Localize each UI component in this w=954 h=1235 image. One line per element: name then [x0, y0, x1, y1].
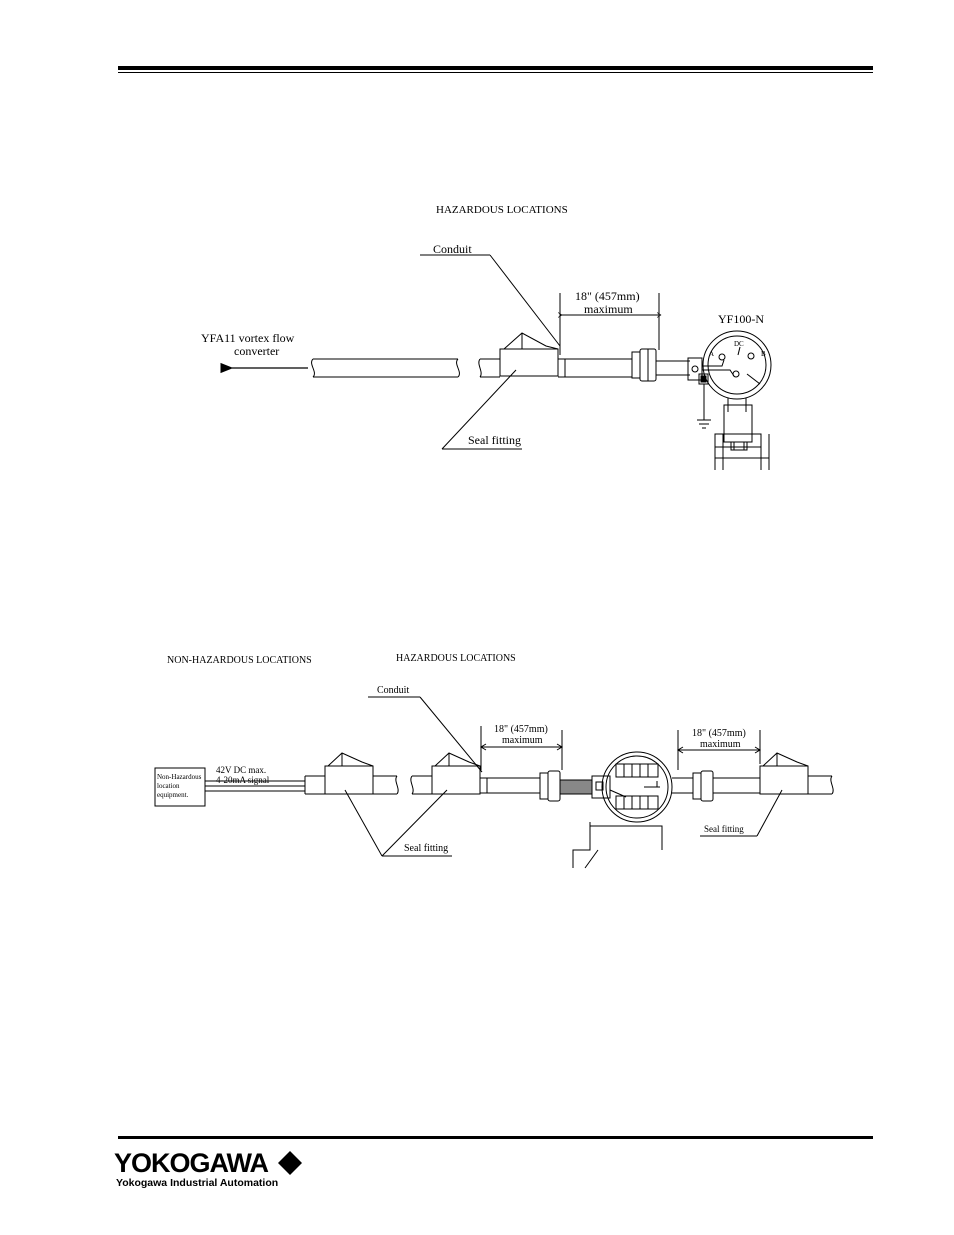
diagram2-nonhaz-header: NON-HAZARDOUS LOCATIONS: [167, 655, 312, 666]
diagram1-seal-label: Seal fitting: [468, 433, 521, 447]
signal-label-line2: 4-20mA signal: [216, 775, 270, 785]
header-rule-thick: [118, 66, 873, 70]
diagram2-maximum-right: maximum: [700, 739, 741, 750]
yf100-device: [687, 330, 772, 470]
signal-label-line1: 42V DC max.: [216, 765, 267, 775]
conduit-segment-left: [311, 358, 460, 378]
diagram1-device-label: YF100-N: [718, 312, 765, 326]
nonhaz-equipment-box: [154, 767, 206, 807]
diagram2-distance-left: 18" (457mm): [494, 724, 548, 735]
brand-wordmark: YOKOGAWA: [114, 1148, 269, 1178]
diagram1-converter-line1: YFA11 vortex flow: [201, 331, 295, 345]
conduit-to-device: [558, 348, 690, 382]
seal-fitting-2: [410, 752, 481, 795]
diagram2-seal-left: Seal fitting: [404, 843, 449, 854]
terminal-label-b: B: [761, 350, 766, 358]
header-rule-thin: [118, 72, 873, 73]
diagram1-header: HAZARDOUS LOCATIONS: [436, 204, 568, 216]
terminal-label-a: A: [709, 350, 715, 358]
footer-rule: [118, 1136, 873, 1139]
diagram2-distance-right: 18" (457mm): [692, 728, 746, 739]
diagram1-converter-line2: converter: [234, 344, 280, 358]
terminal-label-dc: DC: [734, 340, 744, 348]
diagram2-maximum-left: maximum: [502, 735, 543, 746]
equipment-label-line1: Non-Hazardous: [157, 773, 202, 781]
diagram1-conduit-label: Conduit: [433, 242, 472, 256]
diagram1-distance-label: 18" (457mm): [575, 289, 640, 303]
seal-fitting: [478, 332, 559, 378]
diamond-icon: [278, 1151, 302, 1175]
transmitter-terminal-block: [601, 751, 693, 823]
diagram1-maximum-label: maximum: [584, 302, 633, 316]
diagram2-seal-right: Seal fitting: [704, 824, 744, 834]
equipment-label-line2: location: [157, 782, 180, 790]
seal-fitting-3: [759, 752, 834, 795]
diagram2-haz-header: HAZARDOUS LOCATIONS: [396, 653, 516, 664]
seal-fitting-1: [305, 752, 399, 795]
diagram2-conduit-label: Conduit: [377, 685, 410, 696]
equipment-label-line3: equipment.: [157, 791, 189, 799]
brand-tagline: Yokogawa Industrial Automation: [116, 1177, 279, 1189]
